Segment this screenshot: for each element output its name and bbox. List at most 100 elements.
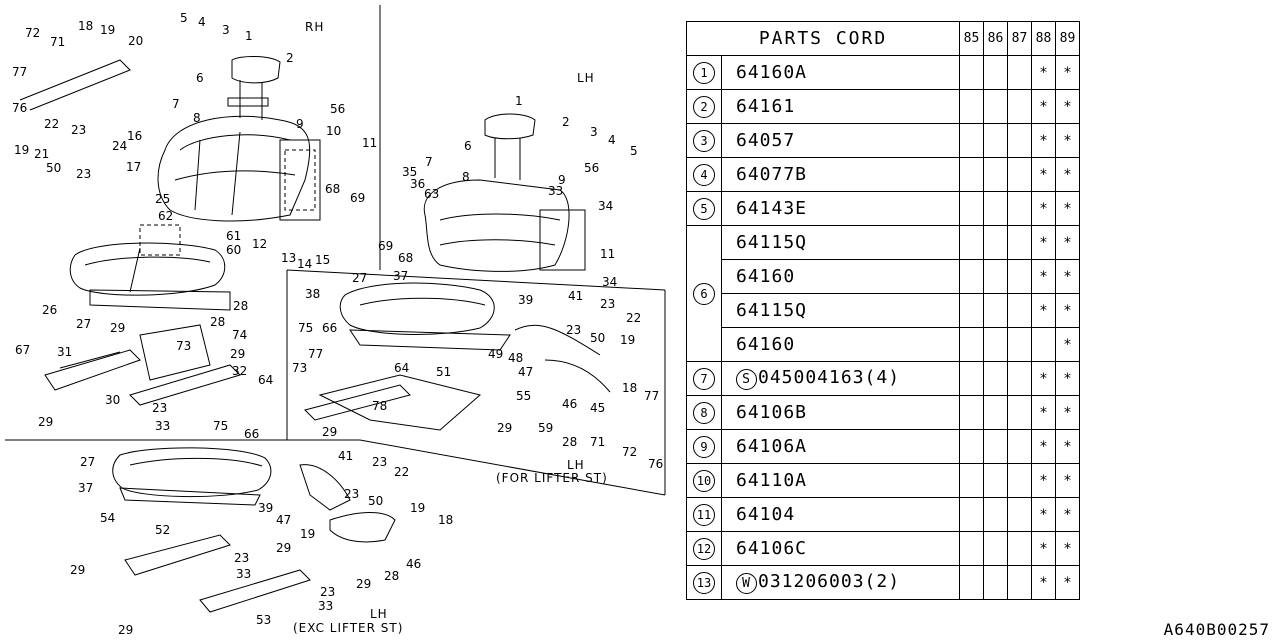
part-code: 031206003(2) [758,571,901,592]
callout-11: 11 [362,136,377,150]
year-applicability-cell [959,395,984,430]
rh-label: RH [305,20,324,34]
part-code: 64106B [736,402,808,423]
callout-30-lh2: 29 [497,421,512,435]
year-applicability-cell [1007,259,1032,294]
callout-3-lh: 3 [590,125,598,139]
callout-50-lh: 50 [590,331,605,345]
lh-seat-back [423,113,586,272]
year-applicability-cell [959,55,984,90]
callout-48: 48 [508,351,523,365]
year-applicability-cell [959,293,984,328]
part-code: 64106A [736,436,808,457]
callout-56: 56 [330,102,345,116]
callout-74: 77 [308,347,323,361]
callout-32: 31 [57,345,72,359]
callout-35: 33 [548,184,563,198]
callout-68: 69 [350,191,365,205]
callout-49: 49 [488,347,503,361]
callout-50-exc: 50 [368,494,383,508]
callout-2-lh: 2 [562,115,570,129]
year-applicability-cell [1007,565,1032,600]
callout-5-lh: 5 [630,144,638,158]
year-applicability-cell [1007,225,1032,260]
year-applicability-cell [959,259,984,294]
part-number-circle: 4 [693,163,715,186]
callout-70-lh: 72 [622,445,637,459]
callout-68-lh: 69 [378,239,393,253]
callout-39: 36 [410,177,425,191]
divider-line [286,269,666,291]
callout-22-lh: 22 [626,311,641,325]
callout-33: 32 [232,364,247,378]
callout-62: 62 [158,209,173,223]
year-applicability-cell [959,531,984,566]
callout-1: 1 [245,29,253,43]
year-applicability-cell [959,89,984,124]
callout-22-exc: 22 [394,465,409,479]
year-applicability-cell [983,429,1008,464]
part-code: 64160 [736,266,796,287]
callout-72: 74 [232,328,247,342]
part-code: 64160A [736,62,808,83]
table-row: 64160** [687,259,1080,294]
callout-44: 41 [568,289,583,303]
callout-18: 18 [78,19,93,33]
callout-30-exc: 29 [276,541,291,555]
callout-27: 27 [76,317,91,331]
callout-23c: 23 [152,401,167,415]
part-code-cell: 64077B [721,157,960,192]
table-row: 64160* [687,327,1080,362]
year-applicability-cell [1007,327,1032,362]
callout-5: 5 [180,11,188,25]
part-code-cell: 64161 [721,89,960,124]
callout-52: 52 [155,523,170,537]
part-number-circle: 9 [693,435,715,458]
year-applicability-cell [959,429,984,464]
lh-exc-label: LH [370,607,388,621]
year-applicability-cell [959,497,984,532]
year-applicability-cell [959,463,984,498]
callout-18-exc: 18 [438,513,453,527]
callout-1-lh: 1 [515,94,523,108]
lh-exc-note: (EXC LIFTER ST) [293,621,403,635]
callout-78: 78 [372,399,387,413]
callout-13: 13 [281,251,296,265]
year-applicability-cell: * [1055,293,1080,328]
callout-75: 76 [12,101,27,115]
callout-75-lh: 76 [648,457,663,471]
part-code-cell: 64160A [721,55,960,90]
divider-line [359,439,666,496]
part-code: 64115Q [736,300,808,321]
part-number-circle: 1 [693,61,715,84]
part-code: 045004163(4) [758,367,901,388]
callout-24: 24 [112,139,127,153]
year-applicability-cell [983,497,1008,532]
callout-27-lh: 27 [352,271,367,285]
callout-69-lh: 71 [590,435,605,449]
callout-54: 54 [100,511,115,525]
callout-67-lh: 68 [398,251,413,265]
callout-10: 10 [326,124,341,138]
callout-64-lh: 64 [394,361,409,375]
year-applicability-cell: * [1031,259,1056,294]
callout-71: 73 [176,339,191,353]
part-code: 64057 [736,130,796,151]
callout-47-exc: 47 [276,513,291,527]
part-code-cell: 64106A [721,429,960,464]
callout-29: 28 [210,315,225,329]
year-header: 85 [959,21,984,56]
callout-43: 39 [518,293,533,307]
year-header: 86 [983,21,1008,56]
callout-38: 35 [402,165,417,179]
year-87: 87 [1011,30,1028,46]
part-number-cell: 12 [686,531,722,566]
